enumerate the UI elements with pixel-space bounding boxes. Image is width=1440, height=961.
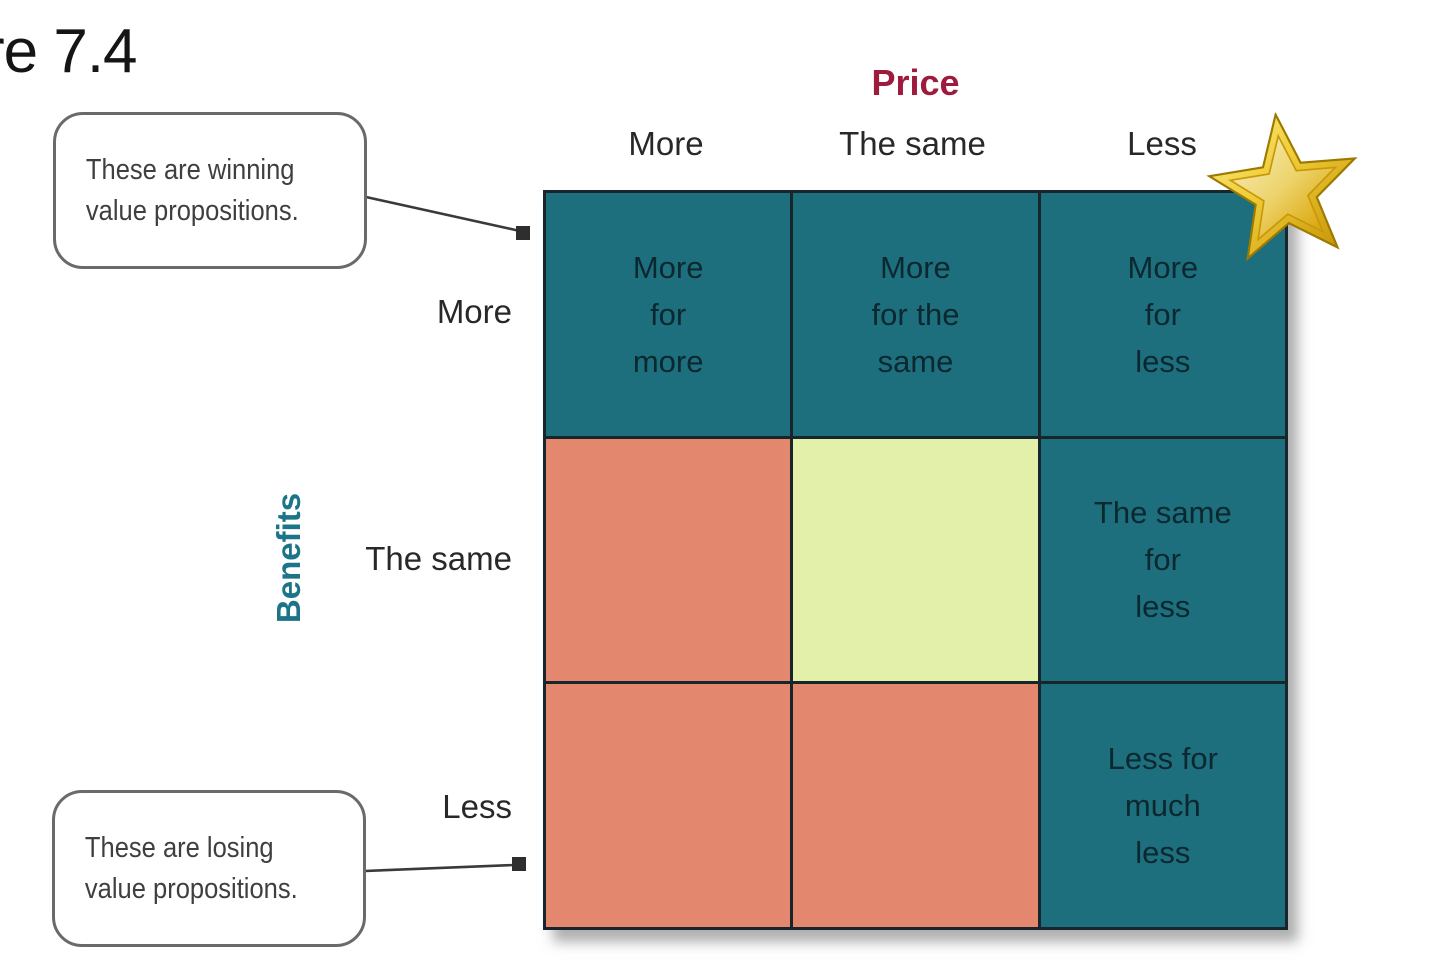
- figure-label: re 7.4: [0, 17, 138, 86]
- cell-more-for-the-same: More for the same: [793, 193, 1038, 436]
- cell-more-for-less: More for less: [1040, 193, 1285, 436]
- cell-less-for-much-less: Less for much less: [1040, 684, 1285, 927]
- benefits-axis-title: Benefits: [270, 492, 307, 624]
- price-column-label-more: More: [628, 125, 704, 162]
- cell-the-same-for-less: The same for less: [1040, 438, 1285, 682]
- cell-more-for-more: More for more: [546, 193, 791, 436]
- cell-text: The same for less: [1093, 495, 1232, 625]
- gold-star-icon: [1206, 111, 1358, 262]
- winning-callout: These are winning value propositions.: [53, 112, 367, 269]
- losing-callout-text: These are losing value propositions.: [84, 832, 298, 905]
- price-axis-title: Price: [871, 62, 960, 103]
- benefits-row-label-less: Less: [442, 788, 512, 825]
- winning-connector-dot: [516, 226, 530, 240]
- cell-the-same-for-the-same-empty: [793, 438, 1038, 682]
- cell-text: More for the same: [871, 249, 960, 379]
- price-column-label-the-same: The same: [839, 125, 986, 162]
- losing-connector-line: [364, 863, 515, 873]
- cell-text: More for more: [632, 249, 704, 379]
- cell-text: More for less: [1127, 249, 1199, 379]
- benefits-row-label-more: More: [436, 293, 512, 330]
- value-proposition-matrix: More for more More for the same More for…: [543, 190, 1288, 930]
- benefits-row-label-the-same: The same: [365, 540, 512, 577]
- price-column-label-less: Less: [1127, 125, 1197, 162]
- winning-callout-text: These are winning value propositions.: [85, 154, 299, 227]
- losing-connector-dot: [512, 857, 526, 871]
- cell-less-for-more-empty: [546, 684, 791, 927]
- cell-the-same-for-more-empty: [546, 438, 791, 682]
- cell-less-for-the-same-empty: [793, 684, 1038, 927]
- losing-callout: These are losing value propositions.: [52, 790, 366, 947]
- winning-connector-line: [365, 195, 521, 233]
- cell-text: Less for much less: [1107, 741, 1218, 871]
